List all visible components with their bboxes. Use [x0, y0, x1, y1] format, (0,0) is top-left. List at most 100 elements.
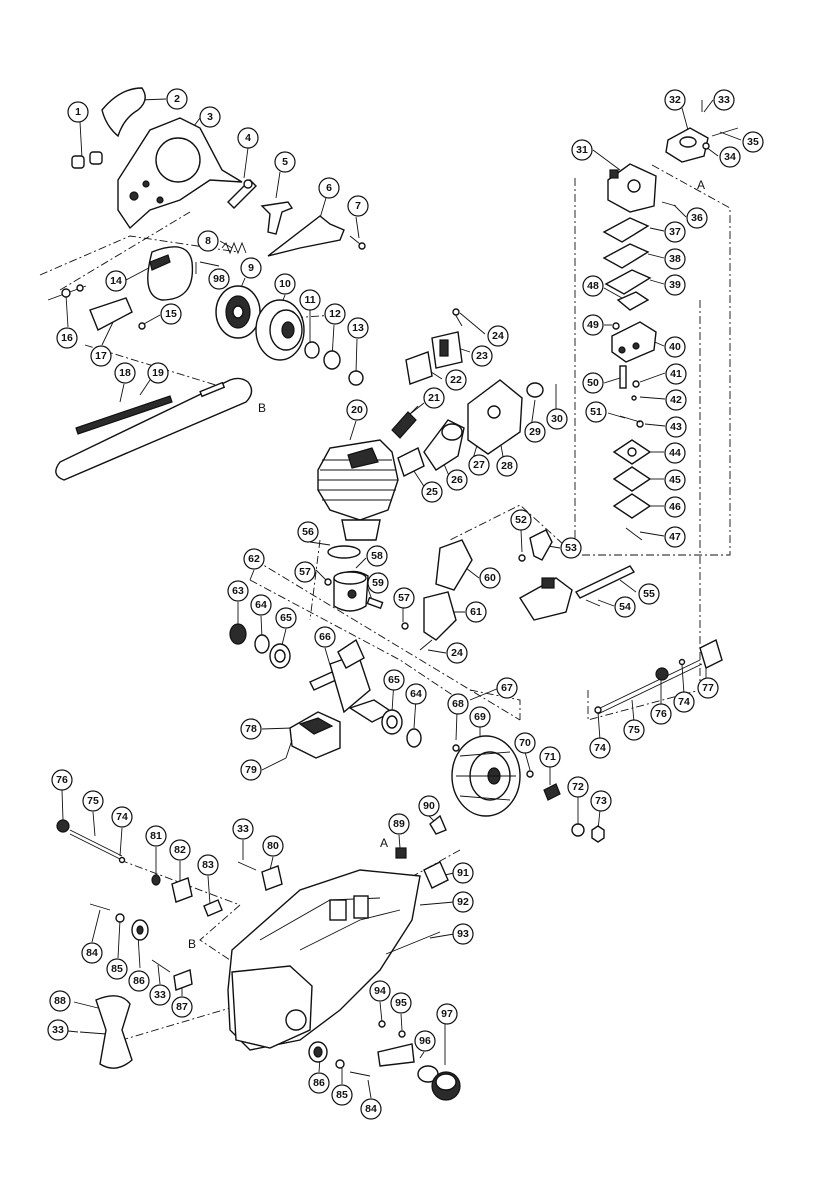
callout: 84 — [360, 1098, 382, 1120]
clip-57b — [401, 622, 409, 630]
saw-chain — [75, 395, 173, 435]
svg-text:85: 85 — [336, 1089, 348, 1101]
svg-text:68: 68 — [452, 698, 464, 710]
callout: 45 — [664, 469, 686, 491]
svg-text:38: 38 — [669, 253, 681, 265]
cover-46 — [612, 493, 652, 519]
svg-text:86: 86 — [133, 975, 145, 987]
svg-text:54: 54 — [619, 601, 631, 613]
callout: 9 — [240, 257, 262, 279]
reference-letters: A B A B — [188, 178, 705, 951]
rear-plate — [95, 995, 133, 1069]
ref-letter: A — [380, 836, 388, 850]
svg-text:14: 14 — [110, 275, 122, 287]
callout: 5 — [274, 151, 296, 173]
screw-15 — [138, 322, 146, 330]
washer-72 — [571, 823, 585, 837]
svg-text:57: 57 — [299, 566, 311, 578]
svg-text:60: 60 — [484, 572, 496, 584]
svg-text:78: 78 — [245, 723, 257, 735]
svg-text:39: 39 — [669, 279, 681, 291]
svg-text:8: 8 — [205, 235, 211, 247]
callout: 77 — [697, 677, 719, 699]
clutch — [215, 285, 261, 339]
svg-text:71: 71 — [544, 751, 556, 763]
svg-text:26: 26 — [451, 474, 463, 486]
pin-95 — [398, 1030, 406, 1038]
pump-cover-39 — [604, 269, 652, 295]
screw-84 — [89, 903, 111, 911]
callout: 67 — [496, 677, 518, 699]
lever-51 — [619, 415, 641, 423]
svg-text:70: 70 — [519, 737, 531, 749]
callout: 39 — [664, 274, 686, 296]
callout: 15 — [160, 303, 182, 325]
callout: 26 — [446, 469, 468, 491]
bolt-35 — [711, 127, 739, 137]
nut-73 — [591, 825, 605, 843]
callout: 3 — [199, 106, 221, 128]
needle-50 — [619, 365, 627, 389]
ref-letter: B — [188, 937, 196, 951]
washer-85 — [115, 913, 125, 923]
brake-lever — [260, 201, 294, 235]
guide-bar — [55, 377, 253, 481]
spark-plug — [391, 405, 419, 439]
nut-13 — [348, 370, 364, 386]
svg-text:41: 41 — [670, 368, 682, 380]
svg-text:97: 97 — [441, 1008, 453, 1020]
svg-text:33: 33 — [718, 94, 730, 106]
svg-text:62: 62 — [248, 553, 260, 565]
svg-text:63: 63 — [232, 585, 244, 597]
svg-text:2: 2 — [174, 93, 180, 105]
callout: 29 — [524, 421, 546, 443]
callout: 48 — [582, 275, 604, 297]
svg-text:59: 59 — [372, 577, 384, 589]
brake-spring — [221, 241, 247, 255]
callout: 19 — [147, 362, 169, 384]
svg-text:52: 52 — [515, 514, 527, 526]
callout: 7 — [347, 195, 369, 217]
svg-text:40: 40 — [669, 341, 681, 353]
callout: 47 — [664, 526, 686, 548]
gasket-37 — [602, 217, 650, 243]
callout: 35 — [742, 131, 764, 153]
washer-85b — [335, 1059, 345, 1069]
bolt-83 — [203, 899, 223, 917]
svg-text:86: 86 — [313, 1077, 325, 1089]
callout: 17 — [90, 345, 112, 367]
callout: 71 — [539, 746, 561, 768]
svg-text:51: 51 — [590, 406, 602, 418]
screw-24-lower — [419, 639, 433, 651]
callout: 76 — [650, 703, 672, 725]
piston-ring — [327, 545, 361, 559]
callout: 86 — [308, 1072, 330, 1094]
tank-strap — [377, 1043, 415, 1067]
callout: 85 — [331, 1084, 353, 1106]
gasket-25 — [397, 447, 425, 477]
callout: 33 — [47, 1019, 69, 1041]
callout: 8 — [197, 230, 219, 252]
svg-text:92: 92 — [457, 896, 469, 908]
clutch-drum — [255, 299, 305, 361]
spring-42 — [631, 395, 637, 401]
callout: 66 — [314, 626, 336, 648]
svg-text:87: 87 — [176, 1001, 188, 1013]
callout: 22 — [445, 369, 467, 391]
svg-text:24: 24 — [492, 330, 504, 342]
svg-text:10: 10 — [279, 278, 291, 290]
callout: 78 — [240, 718, 262, 740]
callout: 33 — [149, 984, 171, 1006]
callout: 82 — [169, 839, 191, 861]
carb-plate — [467, 379, 523, 455]
brake-link — [227, 179, 257, 209]
callout: 57 — [294, 561, 316, 583]
callouts: 1 2 3 4 5 6 7 8 9 10 11 12 13 14 15 16 1… — [47, 88, 764, 1120]
washer-52 — [518, 554, 526, 562]
callout: 34 — [719, 146, 741, 168]
callout: 44 — [664, 442, 686, 464]
svg-text:35: 35 — [747, 136, 759, 148]
handle-rod-right — [594, 639, 723, 715]
svg-text:48: 48 — [587, 280, 599, 292]
piston — [333, 570, 369, 612]
